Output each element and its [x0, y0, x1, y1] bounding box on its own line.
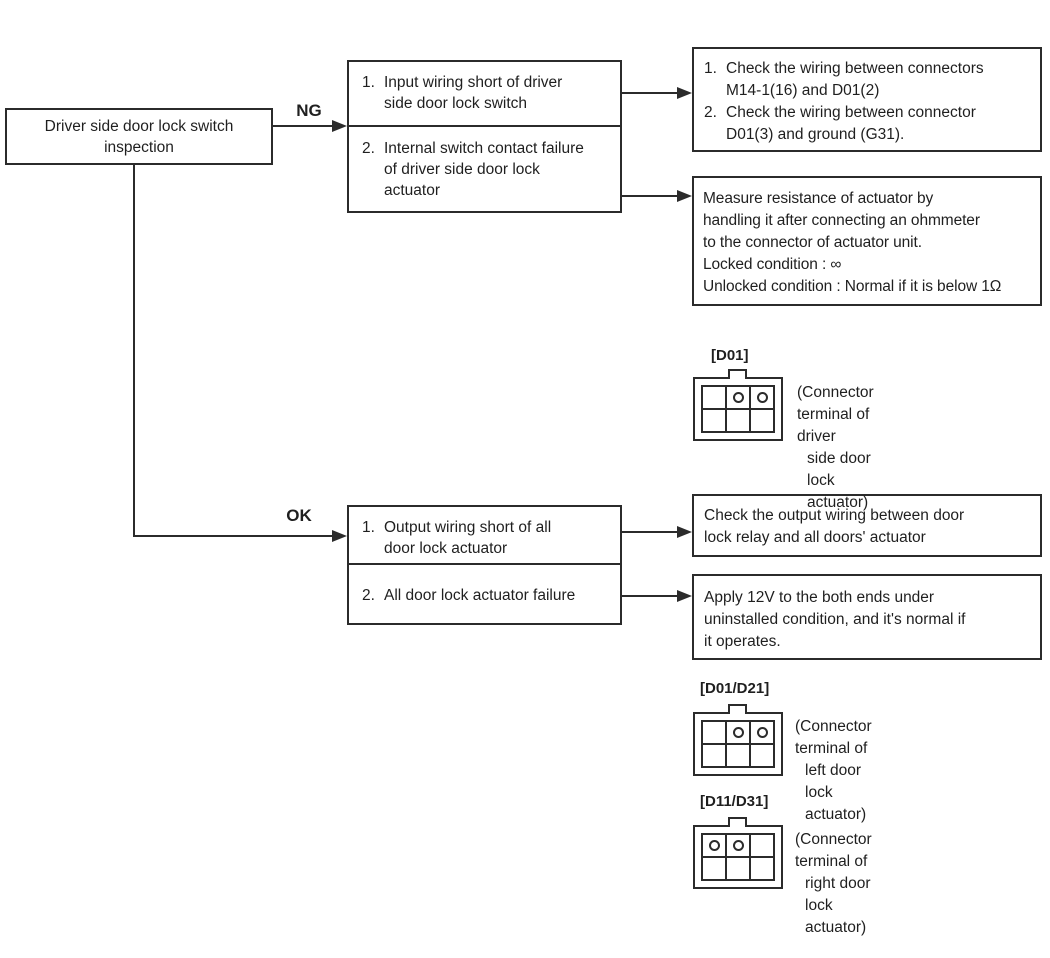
arrowhead-start-to-ok	[332, 530, 347, 542]
connector-d01-d21-label: [D01/D21]	[700, 680, 770, 697]
pin-hole-icon	[732, 840, 744, 851]
ok-cause-2: 2. All door lock actuator failure	[349, 565, 620, 606]
ng-cause-2-text: Internal switch contact failure of drive…	[384, 140, 584, 199]
ng-causes-box: 1. Input wiring short of driver side doo…	[347, 60, 622, 213]
caption-line-1: (Connector terminal of	[795, 831, 872, 870]
empty-pin-cell	[702, 857, 726, 880]
ok-causes-box: 1. Output wiring short of all door lock …	[347, 505, 622, 625]
arrowhead-ok-to-apply-12v	[677, 590, 692, 602]
ok-cause-1-number: 1.	[362, 519, 375, 536]
empty-pin-cell	[750, 409, 774, 432]
ng-cause-1-text: Input wiring short of driver side door l…	[384, 74, 563, 112]
caption-line-1: (Connector terminal of driver	[797, 384, 874, 445]
arrowhead-ng-to-measure	[677, 190, 692, 202]
empty-pin-cell	[726, 744, 750, 767]
start-box: Driver side door lock switch inspection	[5, 108, 273, 165]
arrowhead-ng-to-check-wiring	[677, 87, 692, 99]
empty-pin-cell	[702, 721, 726, 744]
connector-d11-d31-label: [D11/D31]	[700, 793, 769, 810]
empty-pin-cell	[702, 386, 726, 409]
ng-cause-2-number: 2.	[362, 140, 375, 157]
flow-line-start-to-ok	[133, 165, 334, 537]
pin-hole-icon	[756, 727, 768, 738]
apply-12v-box: Apply 12V to the both ends under uninsta…	[692, 574, 1042, 660]
ok-cause-1: 1. Output wiring short of all door lock …	[349, 507, 620, 565]
pin-hole-icon	[708, 840, 720, 851]
connector-body	[693, 377, 783, 441]
caption-line-2: left door lock actuator)	[805, 762, 867, 823]
ok-cause-2-number: 2.	[362, 587, 375, 604]
pin-hole-icon	[732, 392, 744, 403]
connector-tab	[728, 817, 747, 827]
empty-pin-cell	[702, 409, 726, 432]
check-wiring-item-1-text: Check the wiring between connectors M14-…	[726, 60, 984, 99]
pin-hole-cell	[726, 721, 750, 744]
pin-hole-cell	[702, 834, 726, 857]
connector-d11-d31-icon	[693, 817, 783, 889]
connector-d01-d21-caption: (Connector terminal of left door lock ac…	[795, 716, 872, 826]
pin-hole-cell	[726, 386, 750, 409]
measure-resistance-box: Measure resistance of actuator by handli…	[692, 176, 1042, 306]
check-wiring-item-2-text: Check the wiring between connector D01(3…	[726, 104, 976, 143]
connector-d01-icon	[693, 369, 783, 441]
ng-cause-1: 1. Input wiring short of driver side doo…	[349, 62, 620, 127]
check-wiring-item-1: 1. Check the wiring between connectors M…	[704, 58, 1036, 102]
connector-tab	[728, 704, 747, 714]
empty-pin-cell	[702, 744, 726, 767]
output-wiring-box: Check the output wiring between door loc…	[692, 494, 1042, 557]
empty-pin-cell	[750, 857, 774, 880]
pin-hole-cell	[750, 721, 774, 744]
ng-branch-label: NG	[296, 101, 322, 120]
caption-line-2: side door lock actuator)	[807, 450, 871, 511]
connector-pin-grid	[701, 385, 775, 433]
connector-pin-grid	[701, 833, 775, 881]
connector-body	[693, 825, 783, 889]
check-wiring-box: 1. Check the wiring between connectors M…	[692, 47, 1042, 152]
connector-d01-caption: (Connector terminal of driver side door …	[797, 382, 874, 514]
ok-cause-2-text: All door lock actuator failure	[384, 587, 576, 604]
check-wiring-item-2-number: 2.	[704, 104, 717, 121]
ok-branch-label: OK	[286, 506, 312, 525]
empty-pin-cell	[726, 857, 750, 880]
ng-cause-2: 2. Internal switch contact failure of dr…	[349, 127, 620, 201]
pin-hole-cell	[750, 386, 774, 409]
caption-line-2: right door lock actuator)	[805, 875, 871, 936]
connector-tab	[728, 369, 747, 379]
ok-cause-1-text: Output wiring short of all door lock act…	[384, 519, 552, 557]
empty-pin-cell	[750, 744, 774, 767]
pin-hole-cell	[726, 834, 750, 857]
check-wiring-item-1-number: 1.	[704, 60, 717, 77]
connector-d01-d21-icon	[693, 704, 783, 776]
empty-pin-cell	[750, 834, 774, 857]
arrowhead-start-to-ng	[332, 120, 347, 132]
connector-d01-label: [D01]	[711, 347, 749, 364]
arrowhead-ok-to-output-wiring	[677, 526, 692, 538]
empty-pin-cell	[726, 409, 750, 432]
start-box-text: Driver side door lock switch inspection	[44, 117, 234, 156]
ng-cause-1-number: 1.	[362, 74, 375, 91]
connector-pin-grid	[701, 720, 775, 768]
pin-hole-icon	[756, 392, 768, 403]
pin-hole-icon	[732, 727, 744, 738]
check-wiring-item-2: 2. Check the wiring between connector D0…	[704, 102, 1036, 146]
connector-d11-d31-caption: (Connector terminal of right door lock a…	[795, 829, 872, 939]
caption-line-1: (Connector terminal of	[795, 718, 872, 757]
connector-body	[693, 712, 783, 776]
